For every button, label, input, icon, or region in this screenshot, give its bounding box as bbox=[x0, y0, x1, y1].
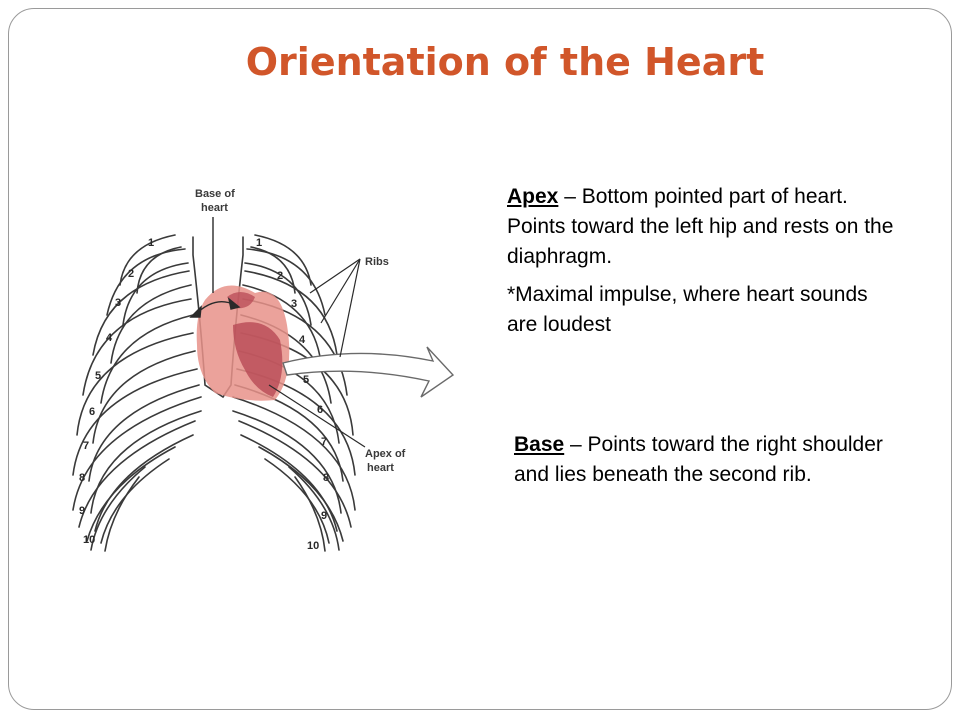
rib-number-right-3: 3 bbox=[291, 298, 297, 310]
rib-number-right-4: 4 bbox=[299, 334, 306, 346]
apex-definition: Apex – Bottom pointed part of heart. Poi… bbox=[507, 182, 897, 272]
base-arrow bbox=[189, 217, 241, 318]
rib-number-left-9: 9 bbox=[79, 505, 85, 517]
rib-number-right-9: 9 bbox=[321, 510, 327, 522]
rib-number-right-6: 6 bbox=[317, 404, 323, 416]
rib-number-left-2: 2 bbox=[128, 268, 134, 280]
ribs-callouts bbox=[309, 258, 361, 358]
apex-description: Apex – Bottom pointed part of heart. Poi… bbox=[507, 182, 897, 340]
rib-number-left-8: 8 bbox=[79, 472, 85, 484]
rib-number-left-4: 4 bbox=[106, 332, 113, 344]
heart-ventricle bbox=[233, 322, 283, 397]
rib-number-right-5: 5 bbox=[303, 374, 309, 386]
rib-number-right-1: 1 bbox=[256, 237, 262, 249]
rib-cage bbox=[72, 234, 356, 552]
apex-term: Apex bbox=[507, 185, 559, 208]
slide-frame bbox=[8, 8, 952, 710]
rib-number-right-2: 2 bbox=[277, 270, 283, 282]
rib-number-left-3: 3 bbox=[115, 297, 121, 309]
apex-of-heart-label-line2: heart bbox=[367, 462, 394, 474]
slide-title: Orientation of the Heart bbox=[245, 40, 765, 84]
base-definition-text: – Points toward the right shoulder and l… bbox=[514, 433, 883, 486]
apex-note: *Maximal impulse, where heart sounds are… bbox=[507, 283, 868, 336]
rib-number-left-10: 10 bbox=[83, 534, 95, 546]
apex-callout-line bbox=[268, 384, 366, 448]
pointer-arrow bbox=[282, 346, 455, 398]
base-description: Base – Points toward the right shoulder … bbox=[514, 430, 894, 490]
rib-cage-heart-diagram: Base of heart Ribs Apex of heart 1 2 3 4… bbox=[72, 188, 455, 552]
rib-number-left-1: 1 bbox=[148, 237, 154, 249]
rib-number-left-5: 5 bbox=[95, 370, 101, 382]
rib-number-right-8: 8 bbox=[323, 472, 329, 484]
rib-number-right-7: 7 bbox=[321, 436, 327, 448]
rib-number-left-7: 7 bbox=[83, 440, 89, 452]
base-term: Base bbox=[514, 433, 565, 456]
base-of-heart-label-line2: heart bbox=[201, 202, 228, 214]
apex-definition-text: – Bottom pointed part of heart. Points t… bbox=[507, 185, 894, 268]
base-of-heart-label-line1: Base of bbox=[195, 188, 235, 200]
rib-number-right-10: 10 bbox=[307, 540, 319, 552]
ribs-label: Ribs bbox=[365, 256, 389, 268]
apex-of-heart-label-line1: Apex of bbox=[365, 448, 406, 460]
rib-number-left-6: 6 bbox=[89, 406, 95, 418]
